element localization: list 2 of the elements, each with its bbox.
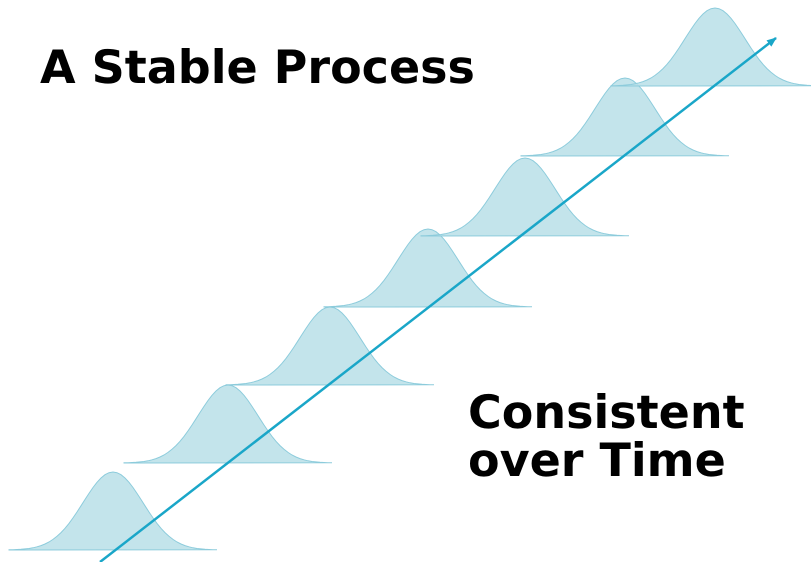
caption-text: Consistent over Time (468, 388, 746, 485)
title: A Stable Process (40, 44, 475, 90)
